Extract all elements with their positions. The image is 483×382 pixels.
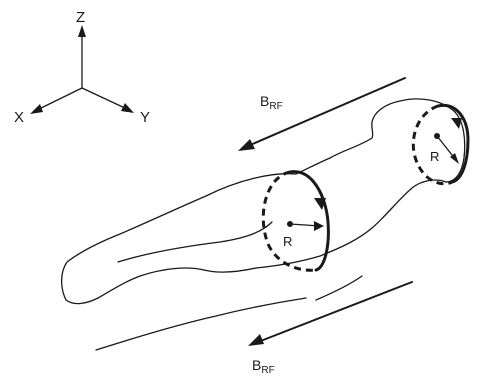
- x-axis: [37, 88, 82, 110]
- head-loop-direction-arrowhead: [451, 118, 462, 129]
- y-axis: [82, 88, 127, 109]
- y-axis-label: Y: [140, 109, 150, 126]
- y-axis-arrowhead: [121, 103, 134, 113]
- body-bottom-contour-2: [316, 276, 362, 300]
- head-loop-radius-label: R: [430, 149, 439, 164]
- rf-field-bottom: BRF: [248, 282, 412, 376]
- chest-loop-radius-label: R: [283, 234, 292, 249]
- rf-field-top-label: BRF: [260, 93, 283, 112]
- body-arm-contour: [66, 268, 256, 304]
- body-inner-contour: [118, 222, 272, 262]
- z-axis-label: Z: [76, 9, 85, 26]
- body-bottom-contour: [96, 298, 306, 350]
- rf-field-bottom-label: BRF: [252, 357, 275, 376]
- rf-field-top-arrow: [248, 78, 405, 146]
- head-loop-back-dashed: [413, 106, 452, 184]
- body-lower-contour: [256, 180, 446, 268]
- body-upper-contour: [62, 99, 455, 300]
- x-axis-label: X: [14, 109, 24, 126]
- rf-field-top: BRF: [238, 78, 405, 151]
- z-axis-arrowhead: [78, 25, 86, 37]
- chest-loop: R: [263, 172, 328, 271]
- chest-loop-radius-arrowhead: [314, 221, 324, 231]
- coordinate-axes: Z X Y: [14, 9, 150, 126]
- rf-field-bottom-arrowhead: [248, 334, 264, 346]
- x-axis-arrowhead: [30, 104, 43, 114]
- rf-field-top-arrowhead: [238, 139, 255, 151]
